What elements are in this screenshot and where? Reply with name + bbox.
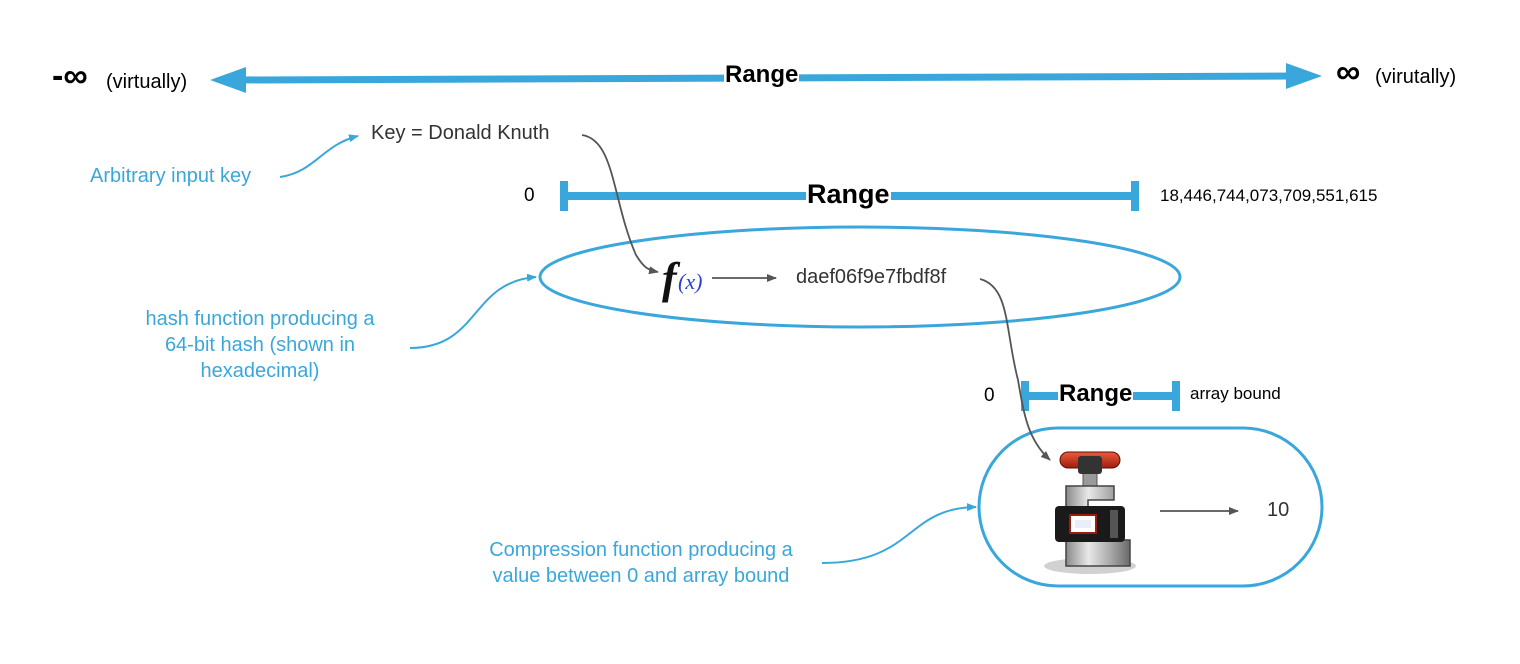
key-to-hash-arrow <box>581 134 659 275</box>
input-key-label: Key = Donald Knuth <box>371 122 550 144</box>
input-key-annotation: Arbitrary input key <box>90 165 252 187</box>
compression-annotation-arrow <box>821 503 977 564</box>
top-range-min-note: (virtually) <box>106 71 188 93</box>
function-fx-icon: f (x) <box>662 254 702 303</box>
top-range-min-symbol: -∞ <box>52 57 88 95</box>
hash-range-title: Range <box>806 179 891 209</box>
hash-range-min: 0 <box>524 185 535 206</box>
compression-clamp-icon <box>1044 451 1136 574</box>
compression-function-container <box>977 426 1324 588</box>
svg-text:f: f <box>662 254 681 303</box>
compression-annotation-line-2: value between 0 and array bound <box>492 565 790 587</box>
compression-annotation-line-1: Compression function producing a <box>489 539 793 561</box>
hash-function-container <box>538 225 1182 329</box>
compression-range-title: Range <box>1058 380 1134 407</box>
key-annotation-arrow <box>279 134 359 178</box>
compression-range-min: 0 <box>984 385 995 406</box>
hash-annotation-arrow <box>409 273 537 349</box>
hash-function-annotation: hash function producing a 64-bit hash (s… <box>118 306 402 384</box>
hash-annotation-line-3: hexadecimal) <box>200 360 320 382</box>
top-range-max-symbol: ∞ <box>1336 53 1361 91</box>
hash-output-value: daef06f9e7fbdf8f <box>796 266 947 288</box>
svg-text:(x): (x) <box>678 269 702 294</box>
hash-annotation-line-2: 64-bit hash (shown in <box>164 334 356 356</box>
hash-to-compression-arrow <box>979 278 1051 461</box>
hash-annotation-line-1: hash function producing a <box>145 308 375 330</box>
compression-output-value: 10 <box>1267 499 1290 521</box>
top-range-right-arrowhead <box>1286 63 1322 89</box>
hash-range-max: 18,446,744,073,709,551,615 <box>1160 186 1378 205</box>
compression-range-max: array bound <box>1190 384 1281 403</box>
top-range-max-note: (virutally) <box>1375 66 1457 88</box>
top-range-title: Range <box>724 61 800 88</box>
top-range-left-arrowhead <box>210 67 246 93</box>
compression-function-annotation: Compression function producing a value b… <box>460 537 822 589</box>
